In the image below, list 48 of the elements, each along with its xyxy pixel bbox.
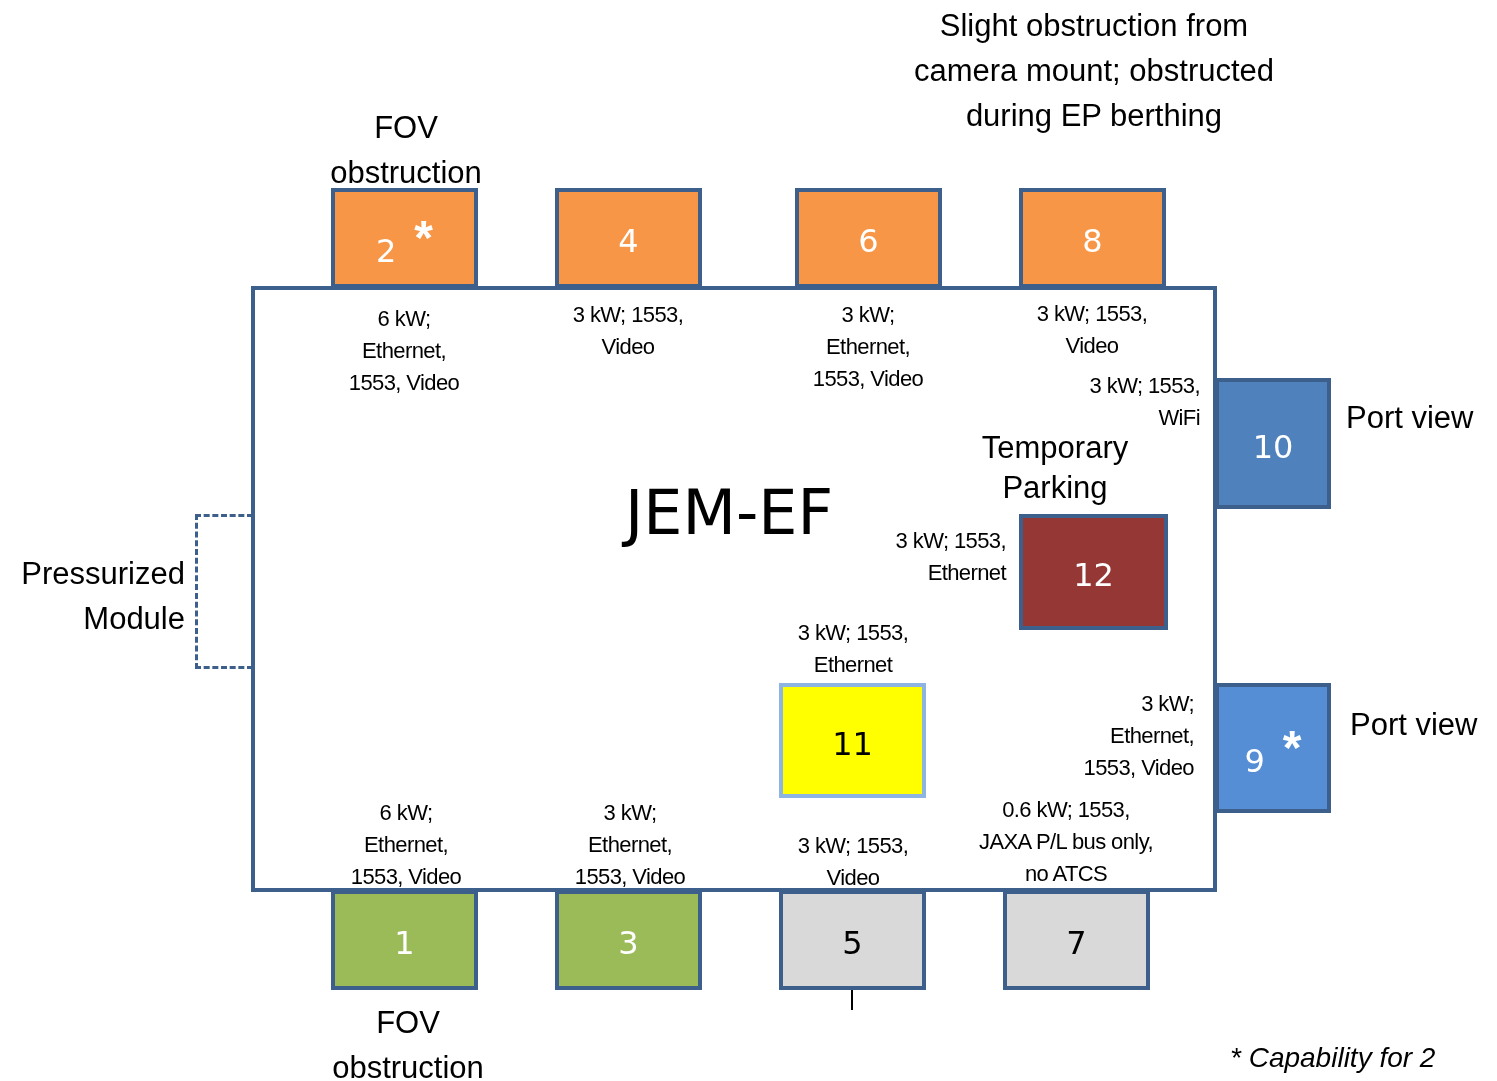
slot-number: 1 [394,924,415,962]
module-label: Pressurized Module [20,555,185,638]
capability-text: 6 kW; Ethernet, 1553, Video [347,305,461,397]
slot-number: 9 [1244,742,1265,780]
footnote: * Capability for 2 [1230,1042,1436,1074]
slot-number: 8 [1082,222,1103,260]
facility-outline [251,286,1217,892]
slot-number: 4 [618,222,639,260]
payload-slot [1019,514,1168,630]
note-text: Temporary Parking [980,429,1130,507]
capability-text: 3 kW; 1553, Video [796,832,910,892]
payload-slot [1215,378,1331,509]
slot-number: 10 [1252,427,1294,466]
slot-number: 2 [375,232,397,270]
capability-text: 3 kW; 1553, Ethernet [796,619,910,679]
capability-text: 3 kW; 1553, WiFi [1088,372,1200,432]
slot-number: 5 [842,924,863,962]
slot-number: 7 [1066,924,1087,962]
capability-text: 3 kW; 1553, Ethernet [894,527,1006,587]
payload-slot [555,890,702,990]
note-text: FOV obstruction [329,109,483,192]
capability-text: 3 kW; 1553, Video [571,301,685,361]
payload-slot [331,890,478,990]
payload-slot [795,188,942,288]
asterisk-mark: * [414,211,433,264]
slot-number: 12 [1073,556,1114,594]
slot-number: 11 [832,724,873,763]
pressurized-module-bracket [195,514,253,669]
note-text: Port view [1350,706,1479,744]
capability-text: 3 kW; Ethernet, 1553, Video [573,799,687,891]
slot-number: 6 [858,222,879,260]
payload-slot [1003,890,1150,990]
capability-text: 3 kW; Ethernet, 1553, Video [1082,690,1194,782]
capability-text: 3 kW; Ethernet, 1553, Video [811,301,925,393]
payload-slot [779,683,926,798]
payload-slot [1215,683,1331,813]
capability-text: 3 kW; 1553, Video [1035,300,1149,360]
note-text: Port view [1346,399,1475,437]
payload-slot [331,188,478,288]
asterisk-mark: * [1282,721,1302,774]
payload-slot [555,188,702,288]
capability-text: 6 kW; Ethernet, 1553, Video [349,799,463,891]
payload-slot [779,890,926,990]
note-text: FOV obstruction [331,1004,485,1081]
capability-text: 0.6 kW; 1553, JAXA P/L bus only, no ATCS [978,796,1154,888]
slot-number: 3 [618,924,639,962]
note-text: Slight obstruction from camera mount; obstructed during EP berthing [912,7,1276,135]
payload-slot [1019,188,1166,288]
